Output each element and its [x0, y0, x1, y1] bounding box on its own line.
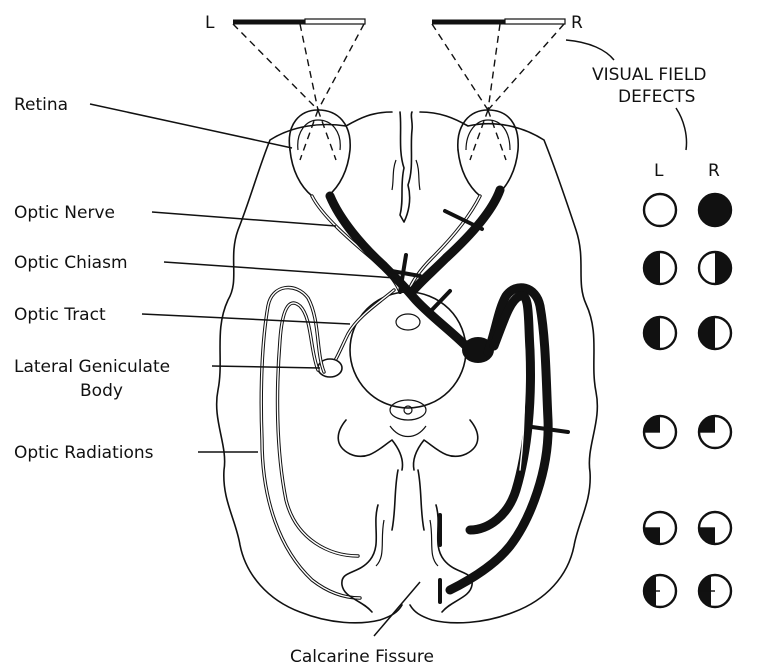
visual-field-legend: VISUAL FIELD DEFECTS L R [592, 65, 731, 607]
lesion-radiations [532, 427, 568, 432]
defect-left-2 [644, 252, 676, 284]
legend-leader-top [566, 40, 614, 60]
defect-left-4 [644, 416, 676, 448]
left-eye-label: L [205, 13, 215, 33]
retina-label: Retina [14, 95, 68, 115]
defect-right-2 [699, 252, 731, 284]
legend-col-right: R [708, 161, 720, 181]
defect-right-6 [699, 575, 731, 607]
defect-left-6 [644, 575, 676, 607]
lgb-label-line2: Body [80, 381, 123, 401]
defect-right-4 [699, 416, 731, 448]
optic-tract-leader [142, 314, 350, 324]
optic-pathway-outline [312, 196, 480, 377]
left-visual-field [233, 19, 365, 110]
right-visual-field [432, 19, 565, 110]
optic-chiasm-leader [164, 262, 396, 278]
lesion-marks [386, 211, 568, 602]
optic-radiations-label: Optic Radiations [14, 443, 154, 463]
right-eye-label: R [571, 13, 583, 33]
lgb-label-line1: Lateral Geniculate [14, 357, 170, 377]
lgb-leader [212, 366, 320, 368]
occipital-region [342, 505, 472, 612]
optic-chiasm-label: Optic Chiasm [14, 253, 128, 273]
legend-title-line2: DEFECTS [618, 87, 695, 107]
defect-right-1 [699, 194, 731, 226]
optic-tract-label: Optic Tract [14, 305, 106, 325]
legend-rows [644, 194, 731, 607]
defect-right-5 [699, 512, 731, 544]
defect-right-3 [699, 317, 731, 349]
legend-title-line1: VISUAL FIELD [592, 65, 706, 85]
left-eye [289, 110, 350, 196]
retina-leader [90, 104, 292, 148]
legend-leader-bottom [676, 108, 687, 150]
legend-col-left: L [654, 161, 664, 181]
calcarine-fissure-label: Calcarine Fissure [290, 647, 434, 667]
left-optic-radiations [261, 288, 360, 598]
leader-lines [90, 40, 687, 636]
lesion-optic-tract [428, 291, 450, 314]
optic-nerve-label: Optic Nerve [14, 203, 115, 223]
defect-left-5 [644, 512, 676, 544]
defect-left-3 [644, 317, 676, 349]
defect-left-1 [644, 194, 676, 226]
